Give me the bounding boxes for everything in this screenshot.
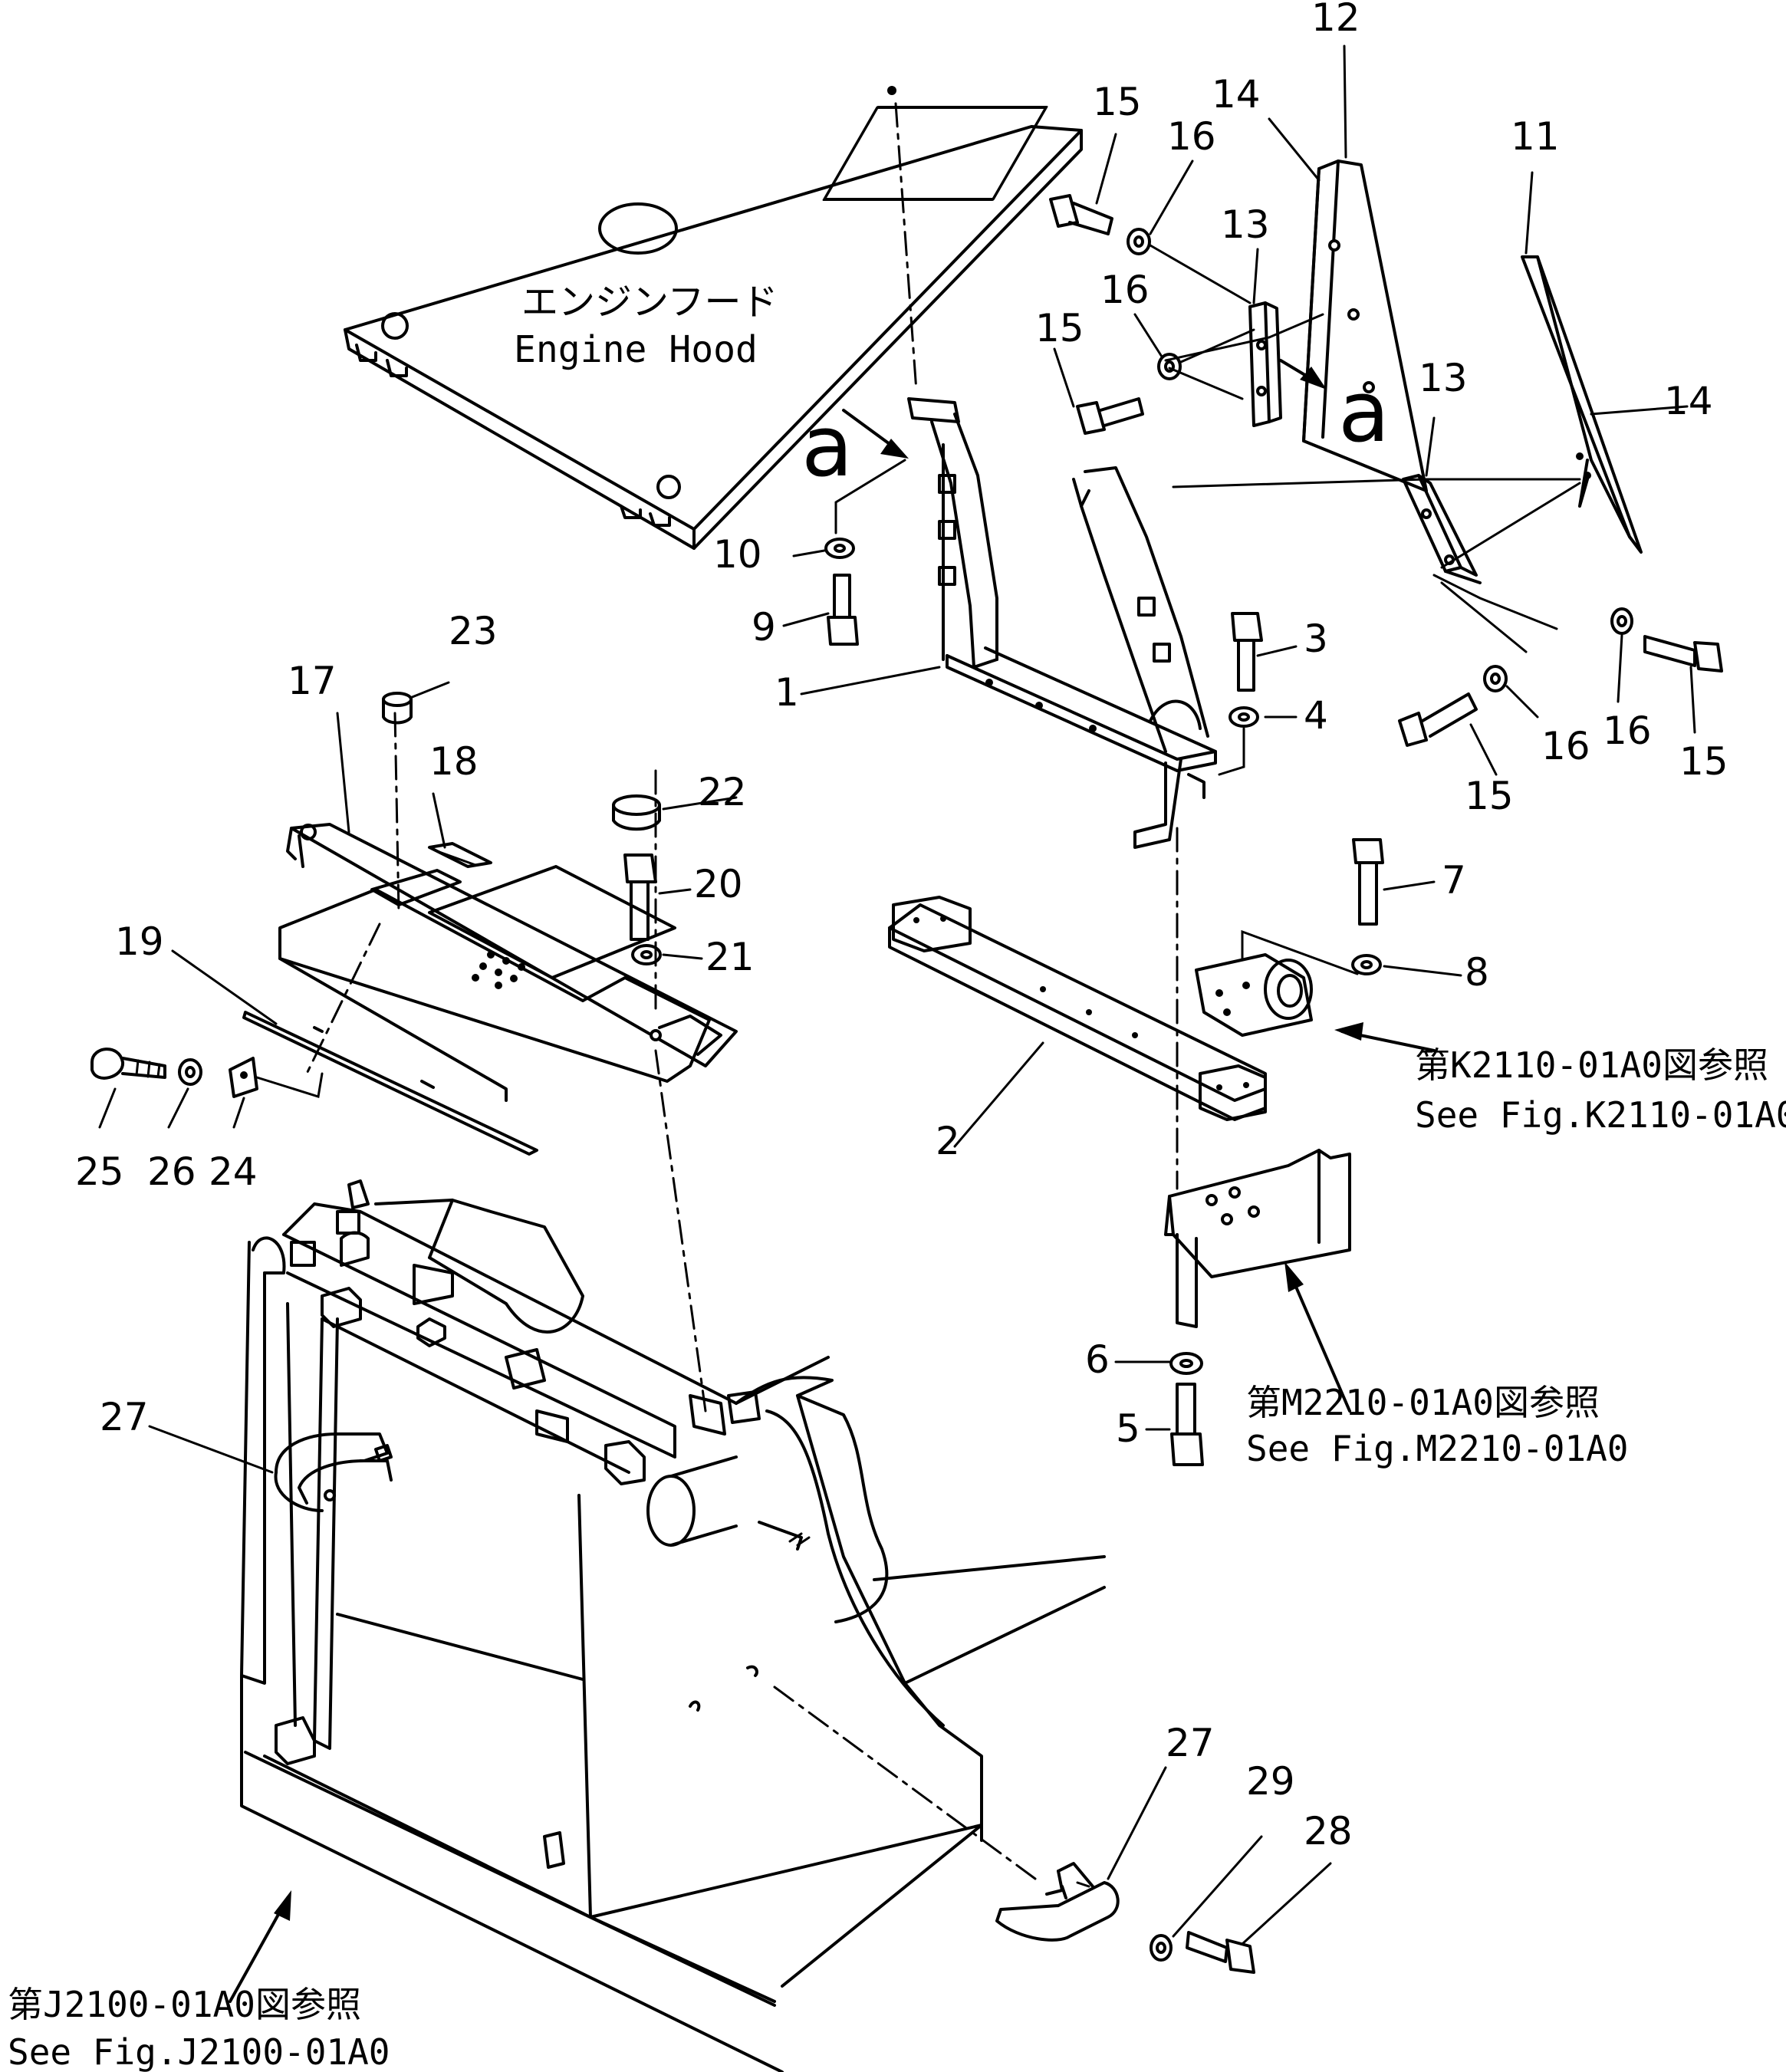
ref-arrow-j2100	[274, 1890, 291, 1921]
callout-6: 6	[1085, 1337, 1110, 1382]
ref-j2100-en: See Fig.J2100-01A0	[8, 2031, 390, 2072]
callout-16-upper: 16	[1167, 114, 1216, 159]
callout-16-right: 16	[1603, 709, 1652, 753]
part-18-strip	[428, 842, 492, 868]
washer-8	[1351, 954, 1382, 975]
callout-25: 25	[75, 1149, 124, 1194]
callout-15-right: 15	[1679, 739, 1728, 784]
callout-17: 17	[288, 659, 337, 703]
callout-20: 20	[694, 862, 743, 906]
ref-m2210-jp: 第M2210-01A0図参照	[1246, 1382, 1600, 1423]
callout-29: 29	[1246, 1759, 1295, 1804]
washer-29	[1150, 1934, 1173, 1962]
callout-18: 18	[429, 739, 479, 784]
bolt-25	[90, 1048, 166, 1080]
callout-23: 23	[449, 609, 498, 653]
part-2-cross-beam	[888, 896, 1267, 1121]
callout-14-right: 14	[1664, 379, 1713, 423]
ref-k2110-en: See Fig.K2110-01A0	[1415, 1094, 1786, 1136]
cap-23	[382, 692, 413, 725]
callout-15-upper: 15	[1093, 80, 1142, 124]
callout-19: 19	[115, 919, 164, 964]
washer-6	[1169, 1352, 1203, 1375]
handle-27-right	[995, 1862, 1120, 1942]
callout-21: 21	[706, 935, 755, 979]
bolt-15-upper	[1049, 194, 1113, 235]
callout-1: 1	[775, 670, 799, 715]
bolt-9	[827, 574, 859, 646]
view-arrow-right	[1300, 367, 1327, 390]
part-17-cover-plate	[278, 823, 738, 1102]
callout-7: 7	[1442, 858, 1466, 903]
callout-13-upper: 13	[1221, 202, 1270, 247]
washer-16-mid	[1157, 353, 1182, 380]
handle-27-left	[274, 1432, 393, 1512]
washer-16-right-top	[1610, 607, 1633, 635]
bolt-7	[1352, 838, 1384, 926]
bolt-20	[623, 853, 657, 941]
bolt-5	[1170, 1383, 1204, 1466]
view-marker-right: a	[1338, 363, 1390, 461]
washer-16-upper	[1127, 228, 1151, 255]
callout-24: 24	[209, 1149, 258, 1194]
cap-22	[612, 794, 661, 831]
bolt-15-mid	[1076, 397, 1144, 435]
callout-22: 22	[698, 770, 747, 814]
callout-8: 8	[1465, 950, 1489, 995]
ref-j2100-jp: 第J2100-01A0図参照	[8, 1984, 361, 2025]
view-arrow-left	[880, 439, 909, 459]
callout-4: 4	[1304, 693, 1328, 738]
view-marker-left: a	[801, 397, 853, 495]
callout-leaders	[98, 44, 1696, 1945]
ref-k2110-jp: 第K2110-01A0図参照	[1415, 1044, 1768, 1086]
ref-arrow-m2210	[1284, 1261, 1304, 1292]
part-11-14-plate	[1521, 255, 1643, 554]
bracket-24	[229, 1057, 258, 1098]
part-19-seal	[242, 1011, 538, 1156]
callout-2: 2	[936, 1119, 960, 1163]
callout-14-upper: 14	[1212, 72, 1261, 117]
part-13-bracket-upper	[1248, 301, 1282, 427]
engine-hood	[344, 86, 1083, 550]
pivot-boss-k2110	[1195, 953, 1313, 1037]
main-frame	[240, 1179, 1106, 2072]
ref-arrow-k2110	[1334, 1022, 1363, 1041]
washer-16-right-low	[1483, 665, 1508, 692]
callout-26: 26	[147, 1149, 196, 1194]
callout-27-left: 27	[100, 1395, 149, 1439]
bolt-15-right-low	[1398, 692, 1478, 747]
washer-21	[631, 944, 662, 965]
callout-9: 9	[752, 605, 776, 650]
callout-27-right: 27	[1166, 1721, 1215, 1765]
hood-label-en: Engine Hood	[514, 328, 758, 371]
callout-5: 5	[1116, 1406, 1140, 1451]
part-13-bracket-lower	[1402, 474, 1482, 584]
callout-16-low: 16	[1541, 724, 1590, 768]
bolt-3	[1231, 612, 1263, 692]
bracket-m2210	[1164, 1149, 1351, 1328]
callout-15-low: 15	[1465, 774, 1514, 818]
ref-m2210-en: See Fig.M2210-01A0	[1246, 1428, 1629, 1469]
bolt-28	[1186, 1931, 1255, 1974]
callout-3: 3	[1304, 617, 1328, 661]
hood-label-jp: エンジンフード	[521, 281, 778, 324]
washer-4	[1228, 706, 1259, 728]
washer-26	[178, 1058, 202, 1086]
callout-11: 11	[1511, 114, 1560, 159]
washer-10	[824, 538, 855, 559]
bolt-15-right-top	[1643, 635, 1723, 673]
part-12-14-plate	[1302, 160, 1428, 492]
part-1-bracket-frame	[907, 397, 1217, 849]
callout-13-lower: 13	[1419, 356, 1468, 400]
callout-16-mid: 16	[1100, 268, 1150, 312]
callout-10: 10	[713, 532, 762, 577]
callout-15-mid: 15	[1035, 306, 1084, 350]
callout-12: 12	[1311, 0, 1360, 40]
callout-28: 28	[1304, 1809, 1353, 1853]
